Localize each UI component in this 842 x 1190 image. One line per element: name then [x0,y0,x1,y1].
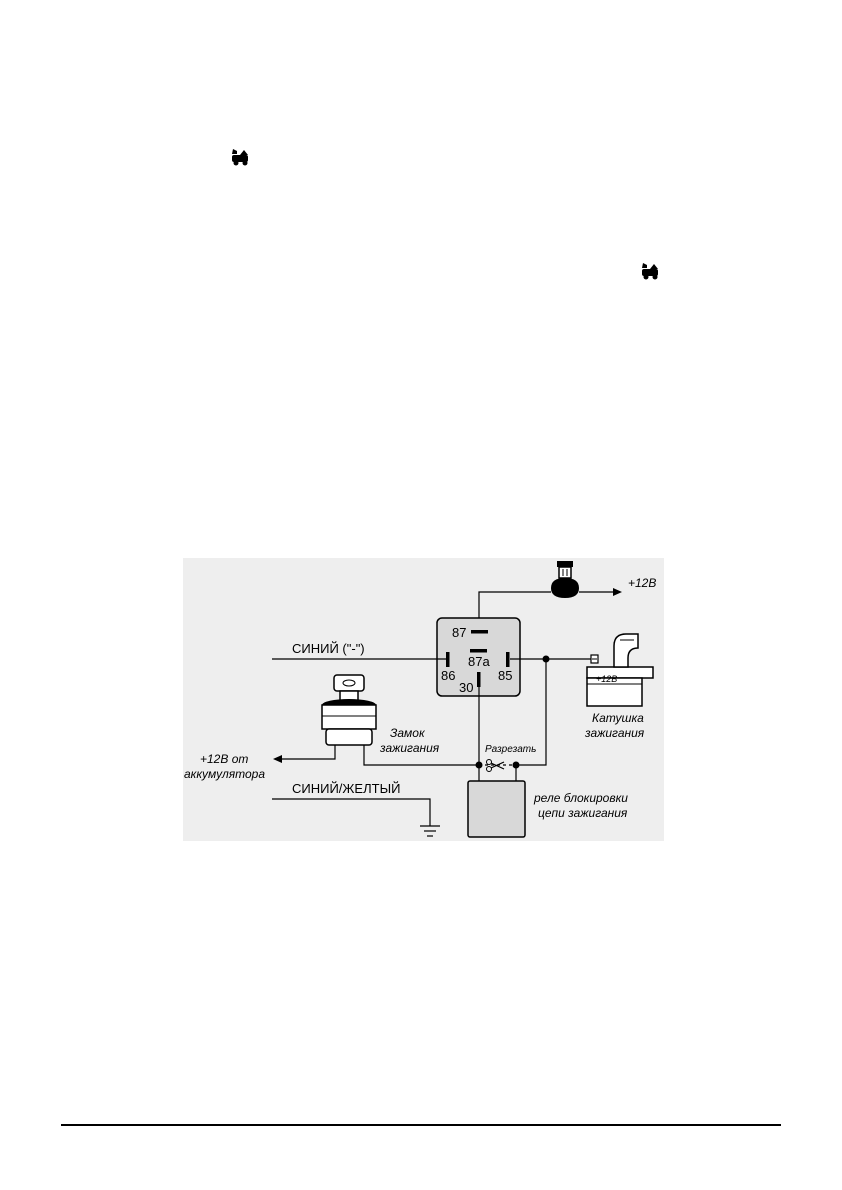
ground-icon [420,825,440,837]
wire-coil-to-cut [516,659,547,766]
wiring-diagram: +12В 87 87a 86 85 30 СИНИЙ ("-") +12В Ка… [183,558,664,841]
arrow-left-icon [273,755,282,763]
ignition-lock-icon [321,674,377,746]
relay-pin-86 [446,652,450,667]
label-coil-line1: Катушка [592,711,644,725]
relay-pin-87 [471,630,488,634]
relay-pin-85 [506,652,510,667]
label-block-relay-line2: цепи зажигания [538,806,628,820]
label-battery-line1: +12В от [200,752,248,766]
ignition-block-relay [467,780,526,838]
footer-rule [61,1124,781,1126]
diagram-background [183,558,664,841]
wire-lock-to-battery [281,745,336,760]
label-lock-line1: Замок [390,726,426,740]
wire-lock-to-cut [363,745,479,766]
arrow-right-icon [613,588,622,596]
car-hood-open-icon [642,263,658,280]
label-coil-plus12: +12В [596,674,617,684]
scissors-icon [486,759,505,772]
label-coil-line2: зажигания [584,726,645,740]
relay-label-86: 86 [441,668,455,683]
fuse-icon [551,561,579,598]
label-blue-minus: СИНИЙ ("-") [292,641,365,656]
label-lock-line2: зажигания [379,741,440,755]
wire-87-to-fuse [478,591,551,628]
relay-pin-87a [470,649,487,653]
wire-blue-yellow [272,798,431,826]
relay-label-87a: 87a [468,654,490,669]
label-cut: Разрезать [485,744,536,755]
label-battery-line2: аккумулятора [184,767,265,781]
car-hood-open-icon [232,149,248,166]
label-plus12-top: +12В [628,576,656,590]
label-blue-yellow: СИНИЙ/ЖЕЛТЫЙ [292,781,400,796]
label-block-relay-line1: реле блокировки [533,791,628,805]
ignition-coil-icon [586,633,654,707]
relay-label-87: 87 [452,625,466,640]
relay-pin-30 [477,672,481,687]
relay-label-30: 30 [459,680,473,695]
relay-label-85: 85 [498,668,512,683]
